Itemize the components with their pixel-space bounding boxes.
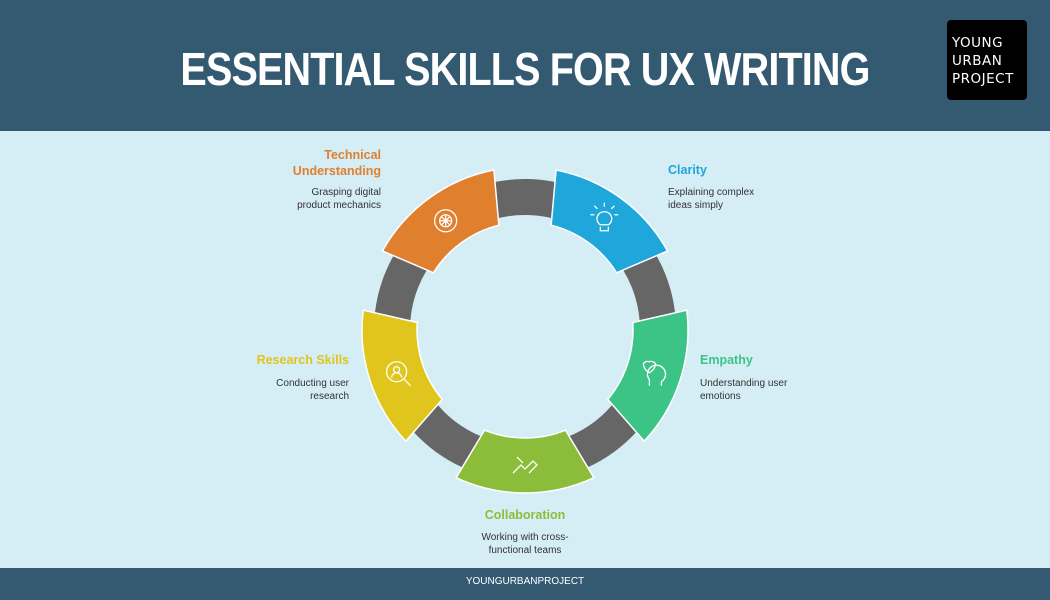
skill-segment bbox=[550, 169, 669, 274]
desc-line: Understanding user bbox=[700, 378, 788, 389]
logo-line: YOUNG bbox=[952, 35, 1004, 51]
page-title: ESSENTIAL SKILLS FOR UX WRITING bbox=[180, 43, 870, 95]
user-search-icon bbox=[385, 361, 412, 387]
desc-line: Working with cross- bbox=[481, 532, 569, 543]
footer: YOUNGURBANPROJECT bbox=[0, 568, 1050, 600]
title-line: Understanding bbox=[292, 164, 381, 178]
skill-desc-clarity: Explaining complex ideas simply bbox=[668, 186, 754, 212]
handshake-icon bbox=[512, 456, 538, 474]
title-line: Technical bbox=[324, 148, 381, 162]
skill-desc-collaboration: Working with cross- functional teams bbox=[425, 531, 625, 557]
lightbulb-icon bbox=[590, 202, 619, 232]
skill-desc-research: Conducting user research bbox=[200, 377, 349, 403]
skill-desc-empathy: Understanding user emotions bbox=[700, 377, 787, 403]
skill-title-technical: Technical Understanding bbox=[240, 147, 381, 179]
skill-title-empathy: Empathy bbox=[700, 353, 753, 367]
logo-line: PROJECT bbox=[952, 71, 1014, 87]
skill-title-collaboration: Collaboration bbox=[484, 508, 566, 522]
logo-line: URBAN bbox=[952, 53, 1003, 69]
desc-line: Explaining complex bbox=[668, 187, 755, 198]
desc-line: product mechanics bbox=[297, 200, 381, 211]
desc-line: Grasping digital bbox=[311, 187, 381, 198]
skill-title-research: Research Skills bbox=[256, 353, 349, 367]
skill-segment bbox=[455, 429, 595, 494]
desc-line: emotions bbox=[700, 391, 741, 402]
header: ESSENTIAL SKILLS FOR UX WRITING YOUNG UR… bbox=[0, 0, 1050, 131]
gear-icon bbox=[433, 209, 458, 233]
desc-line: Conducting user bbox=[276, 378, 349, 389]
desc-line: functional teams bbox=[488, 545, 562, 556]
skill-desc-technical: Grasping digital product mechanics bbox=[240, 186, 381, 212]
desc-line: research bbox=[310, 391, 349, 402]
skill-title-clarity: Clarity bbox=[668, 163, 707, 177]
heart-head-icon bbox=[642, 360, 667, 386]
desc-line: ideas simply bbox=[668, 200, 724, 211]
skill-segment bbox=[361, 309, 444, 443]
logo: YOUNG URBAN PROJECT bbox=[947, 20, 1027, 100]
